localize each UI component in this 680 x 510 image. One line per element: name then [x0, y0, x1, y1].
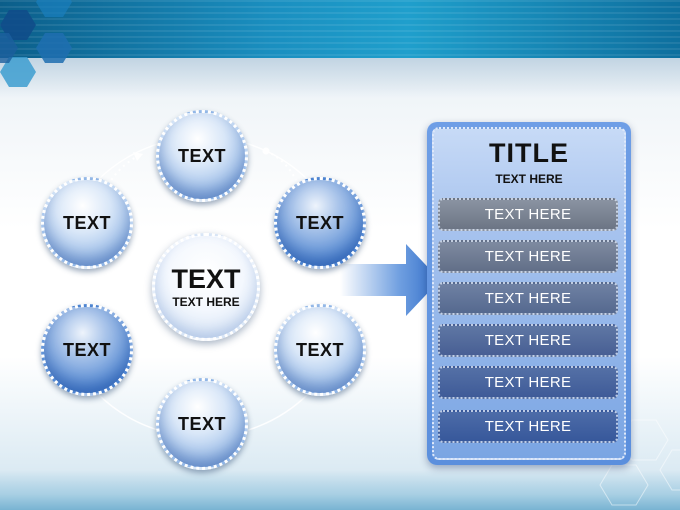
diagram-center-node: TEXT TEXT HERE: [152, 233, 260, 341]
node-label: TEXT: [177, 145, 226, 166]
bottom-right-hexagons: [599, 419, 680, 506]
node-label: TEXT: [295, 212, 344, 233]
panel-row: TEXT HERE: [438, 198, 618, 231]
orbit-dot-icon: [262, 147, 270, 155]
node-label: TEXT: [62, 339, 111, 360]
header-shadow: [0, 58, 680, 98]
diagram-node-top: TEXT: [156, 110, 248, 202]
right-arrow-icon: [340, 244, 440, 316]
panel-subtitle: TEXT HERE: [495, 172, 563, 186]
node-label: TEXT: [295, 339, 344, 360]
bottom-band: [0, 470, 680, 510]
header-band: [0, 0, 680, 58]
panel-row: TEXT HERE: [438, 366, 618, 399]
panel-row: TEXT HERE: [438, 410, 618, 443]
center-title: TEXT: [171, 263, 241, 294]
diagram-node-bottom: TEXT: [156, 378, 248, 470]
node-label: TEXT: [62, 212, 111, 233]
panel-title: TITLE: [489, 138, 569, 168]
diagram-node-upper-left: TEXT: [41, 177, 133, 269]
orbit-arrowhead-icon: [133, 152, 143, 161]
diagram-node-lower-right: TEXT: [274, 304, 366, 396]
hexagon-cluster: [0, 0, 72, 87]
diagram-node-lower-left: TEXT: [41, 304, 133, 396]
diagram-node-upper-right: TEXT: [274, 177, 366, 269]
panel-row: TEXT HERE: [438, 282, 618, 315]
panel-row: TEXT HERE: [438, 324, 618, 357]
panel-row: TEXT HERE: [438, 240, 618, 273]
node-label: TEXT: [177, 413, 226, 434]
center-subtitle: TEXT HERE: [172, 294, 240, 309]
